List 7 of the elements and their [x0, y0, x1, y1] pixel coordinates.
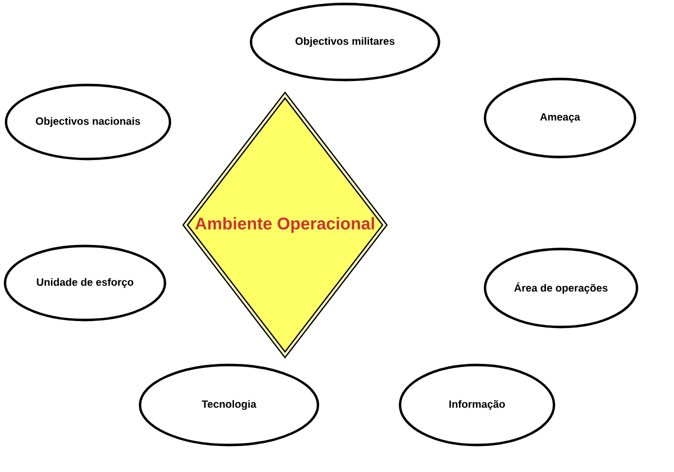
ellipse-node: Objectivos militares [250, 2, 440, 82]
ellipse-node: Unidade de esforço [4, 244, 166, 322]
ellipse-node: Ameaça [484, 78, 636, 158]
ellipse-node: Tecnologia [138, 364, 320, 446]
ellipse-node: Informação [398, 364, 556, 446]
ellipse-node: Área de operações [484, 248, 638, 328]
ellipse-node: Objectivos nacionais [4, 84, 172, 160]
